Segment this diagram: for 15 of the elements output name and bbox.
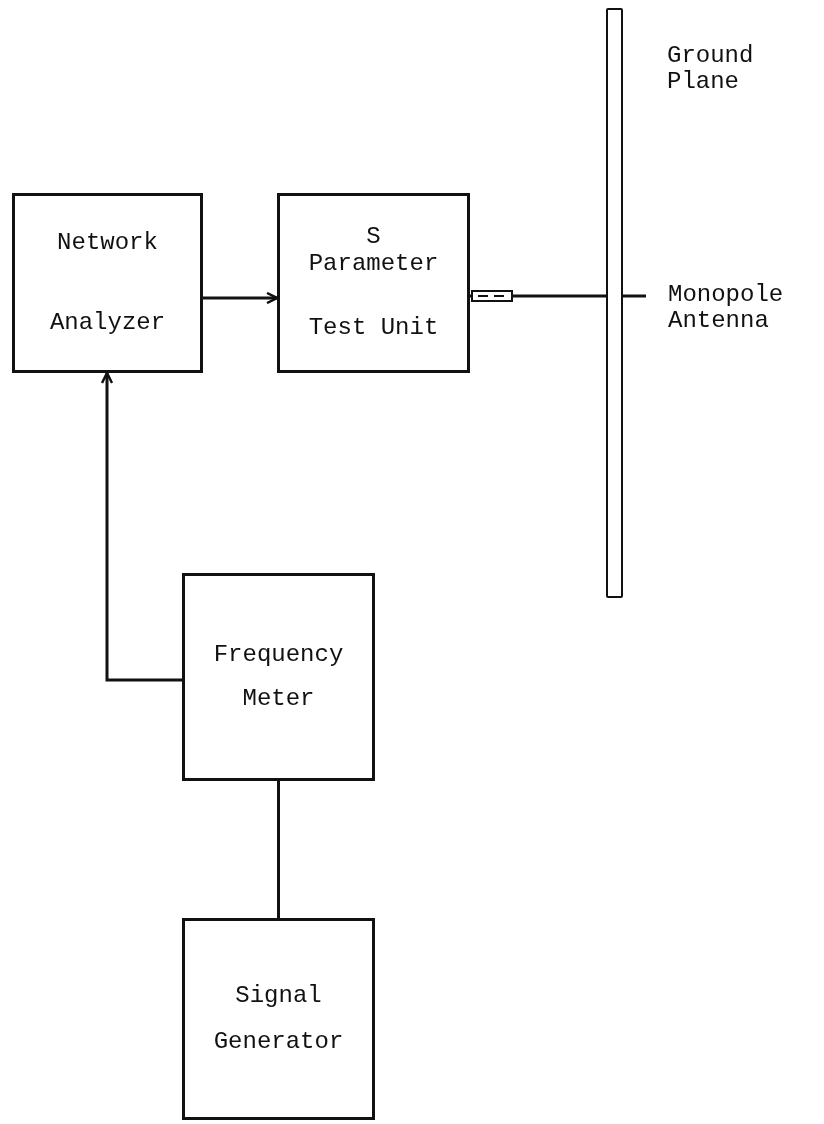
equipment-box (182, 918, 375, 1120)
box-label: Frequency Meter (212, 640, 345, 714)
box-label: S Parameter (308, 224, 439, 278)
equipment-box (182, 573, 375, 781)
equipment-box (12, 193, 203, 373)
arrow (203, 291, 279, 305)
equipment-box (277, 193, 470, 373)
connection-line (277, 781, 280, 918)
box-label: Signal Generator (212, 981, 345, 1057)
part-label: Monopole Antenna (668, 282, 784, 335)
box-label: Network Analyzer (48, 228, 167, 338)
box-label: Test Unit (308, 315, 439, 342)
part-label: Ground Plane (667, 43, 755, 96)
arrow (100, 371, 182, 682)
ground-plane-bar (606, 8, 623, 598)
